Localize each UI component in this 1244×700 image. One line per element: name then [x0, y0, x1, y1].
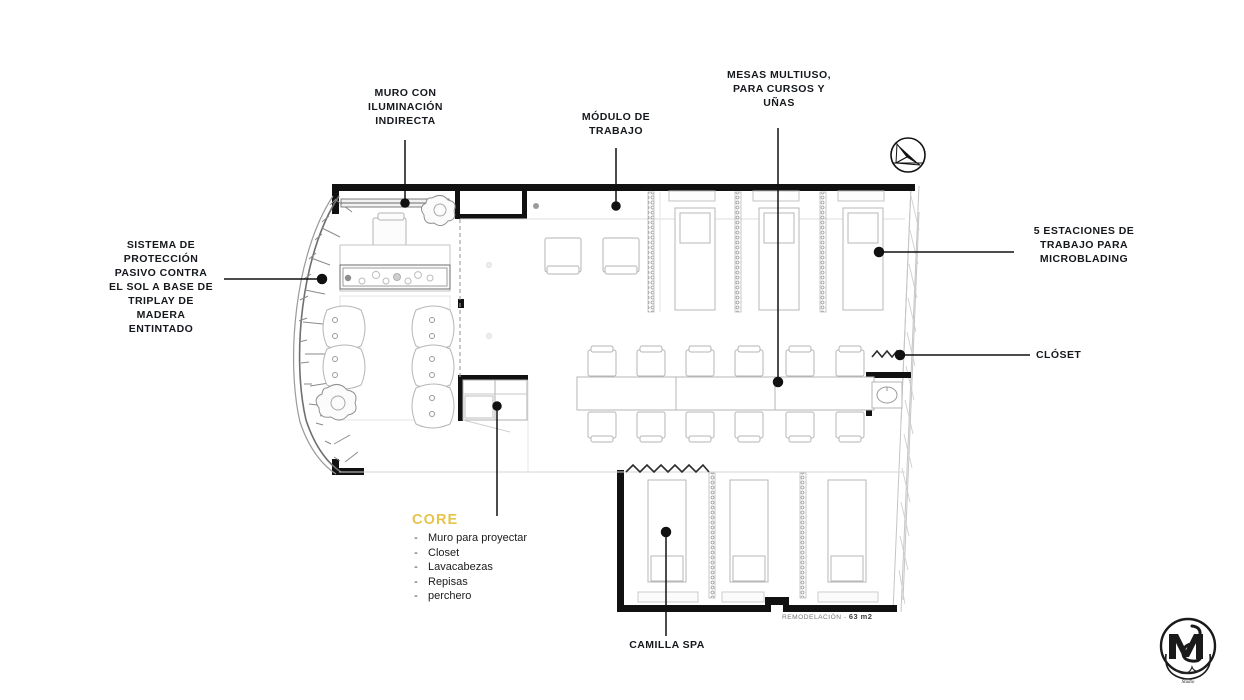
partition-screen: [708, 472, 807, 599]
bullet-dash: -: [414, 532, 418, 544]
sun-protection-screen-right: [892, 185, 920, 613]
core-list-item: - Lavacabezas: [410, 560, 527, 575]
curtain-icon: [625, 463, 710, 474]
core-list-item: - Closet: [410, 546, 527, 561]
core-item-label: Muro para proyectar: [428, 532, 528, 544]
logo-letter-m: [1169, 634, 1203, 659]
chair-row-top: [587, 345, 865, 377]
core-list-item: - Muro para proyectar: [410, 531, 527, 546]
work-module-furniture: [486, 203, 640, 339]
bullet-dash: -: [414, 590, 418, 603]
core-list-item: - Repisas: [410, 575, 527, 590]
core-list-item: - perchero: [410, 589, 527, 604]
core-item-label: Lavacabezas: [428, 561, 493, 574]
partition-screen: [647, 191, 827, 313]
closet-and-washbasin: [871, 349, 903, 409]
annotation-closet: CLÓSET: [1036, 349, 1082, 361]
annotation-camilla-spa: CAMILLA SPA: [629, 639, 705, 651]
core-callout: CORE - Muro para proyectar - Closet - La…: [410, 512, 527, 604]
spa-room: [625, 463, 879, 603]
studio-logo: Studio: [1152, 612, 1224, 688]
core-item-label: perchero: [428, 590, 472, 603]
chair-row-bottom: [587, 411, 865, 443]
core-item-label: Closet: [428, 546, 460, 559]
area-note-prefix: REMODELACIÓN -: [782, 614, 847, 621]
multipurpose-tables: [576, 345, 875, 443]
core-list: - Muro para proyectar - Closet - Lavacab…: [410, 531, 527, 604]
logo-letter-s: [1181, 624, 1203, 663]
reception-and-waiting-furniture: [315, 194, 456, 429]
area-note: REMODELACIÓN - 63 m2: [782, 612, 872, 621]
north-arrow-icon: [890, 137, 926, 173]
core-item-label: Repisas: [428, 575, 468, 588]
leader-lines: [224, 128, 1030, 636]
core-title: CORE: [412, 512, 459, 528]
core-storage-cabinet: [462, 379, 528, 433]
microblading-stations: [647, 190, 885, 313]
svg-text:Studio: Studio: [1182, 680, 1195, 685]
bullet-dash: -: [414, 575, 418, 588]
area-note-value: 63 m2: [848, 612, 873, 621]
bullet-dash: -: [414, 561, 418, 574]
bullet-dash: -: [414, 546, 418, 559]
